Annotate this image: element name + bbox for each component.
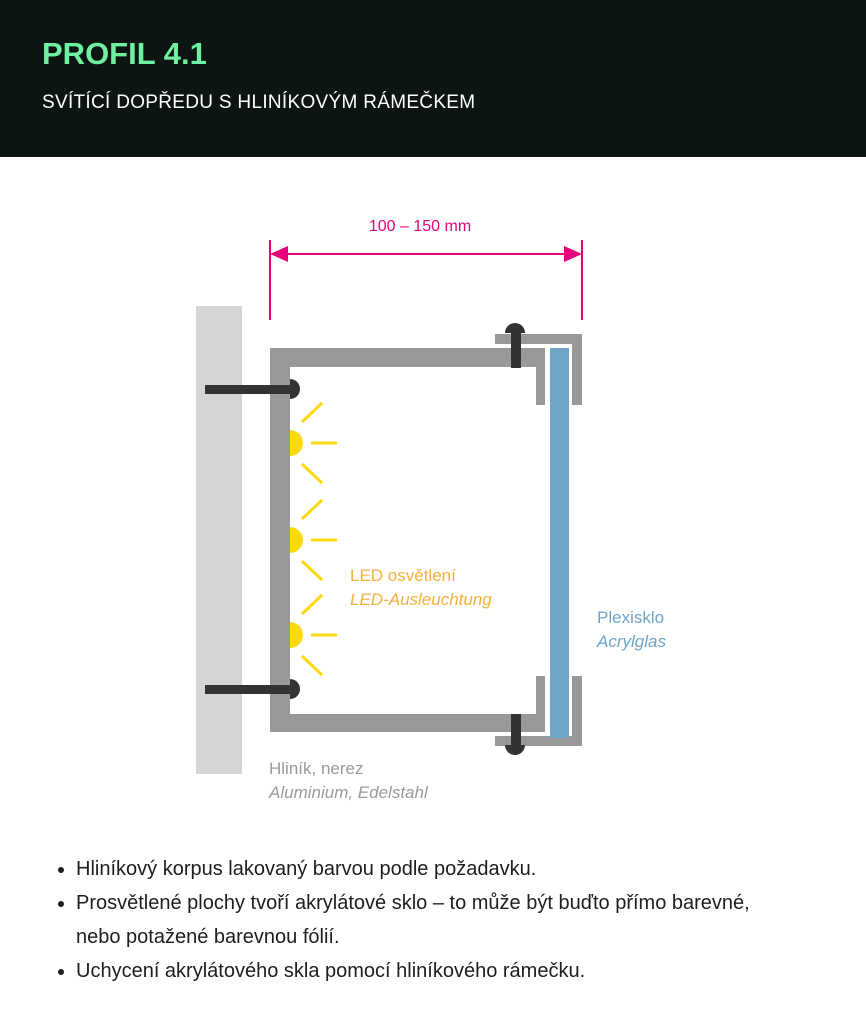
led-lights [290, 401, 337, 677]
screw-icon [205, 679, 300, 699]
bracket-top-lip [572, 334, 582, 405]
dimension-label: 100 – 150 mm [369, 218, 471, 235]
bracket-top-bar [495, 334, 582, 344]
dimension-indicator [269, 240, 583, 320]
frame-label-cz: Hliník, nerez [269, 759, 363, 778]
glass-label-cz: Plexisklo [597, 608, 664, 627]
frame-bottom-bar [270, 714, 545, 732]
feature-list: Hliníkový korpus lakovaný barvou podle p… [48, 852, 796, 988]
frame-top-bar [270, 348, 545, 367]
bracket-bottom-lip [572, 676, 582, 746]
frame-top-lip [536, 348, 545, 405]
list-item: Prosvětlené plochy tvoří akrylátové sklo… [76, 886, 796, 954]
led-icon [290, 498, 337, 582]
led-label-de: LED-Ausleuchtung [350, 590, 492, 609]
screw-icon [505, 323, 525, 368]
list-item: Uchycení akrylátového skla pomocí hliník… [76, 954, 796, 988]
screw-icon [205, 379, 300, 399]
screws [205, 323, 525, 755]
led-icon [290, 593, 337, 677]
header: PROFIL 4.1 SVÍTÍCÍ DOPŘEDU S HLINÍKOVÝM … [0, 0, 866, 157]
frame-bottom-lip [536, 676, 545, 732]
led-icon [290, 401, 337, 485]
arrow-left-icon [270, 246, 288, 262]
screw-icon [505, 714, 525, 755]
glass-label-de: Acrylglas [596, 632, 666, 651]
frame-label-de: Aluminium, Edelstahl [268, 783, 429, 802]
page-title: PROFIL 4.1 [42, 36, 207, 71]
list-item: Hliníkový korpus lakovaný barvou podle p… [76, 852, 796, 886]
aluminium-frame [270, 334, 582, 746]
page-subtitle: SVÍTÍCÍ DOPŘEDU S HLINÍKOVÝM RÁMEČKEM [42, 92, 476, 113]
diagram-labels: LED osvětlení LED-Ausleuchtung Plexisklo… [268, 566, 666, 802]
bracket-bottom-bar [495, 736, 582, 746]
led-label-cz: LED osvětlení [350, 566, 456, 585]
wall [196, 306, 242, 774]
profile-diagram: 100 – 150 mm [196, 218, 666, 802]
acrylic-glass [550, 348, 569, 738]
frame-left-bar [270, 348, 290, 732]
arrow-right-icon [564, 246, 582, 262]
